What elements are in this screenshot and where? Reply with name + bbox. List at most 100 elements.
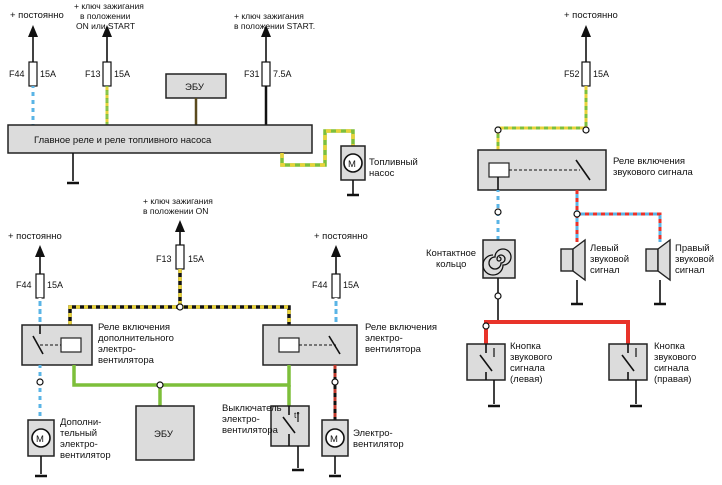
wire-horn-relay-top bbox=[494, 126, 590, 150]
fuse-f13-bottom: F13 15A bbox=[156, 244, 204, 270]
wire-fan-control-bus bbox=[72, 365, 291, 387]
fuel-pump: M bbox=[340, 145, 366, 197]
fan-relay bbox=[262, 324, 358, 366]
label-ign-on-start-3: ON или START bbox=[76, 21, 135, 31]
left-horn-label-1: Левый bbox=[590, 243, 619, 254]
horn-button-left-label-3: сигнала bbox=[510, 363, 546, 374]
contact-ring-label-2: кольцо bbox=[436, 259, 466, 270]
horn-relay-label-1: Реле включения bbox=[613, 156, 685, 167]
horn-button-left-label-4: (левая) bbox=[510, 374, 543, 385]
svg-text:F31: F31 bbox=[244, 69, 260, 79]
svg-text:M: M bbox=[330, 434, 338, 445]
fan-relay-label-2: электро- bbox=[365, 333, 403, 344]
aux-fan-relay bbox=[21, 324, 93, 366]
label-ign-on-start-1: + ключ зажигания bbox=[74, 1, 144, 11]
svg-text:15A: 15A bbox=[114, 69, 130, 79]
fan-motor: M bbox=[321, 419, 349, 478]
label-permanent-bottom-left: + постоянно bbox=[8, 231, 62, 242]
label-ign-on-start-2: в положении bbox=[80, 11, 131, 21]
supply-arrow-f44-right bbox=[331, 245, 341, 274]
svg-text:F52: F52 bbox=[564, 69, 580, 79]
horn-button-right-label-4: (правая) bbox=[654, 374, 691, 385]
supply-arrow-f13-top bbox=[102, 25, 112, 62]
aux-fan-motor: M bbox=[27, 419, 55, 478]
wire-ign-bus bbox=[68, 269, 291, 325]
fuse-f13-top: F13 15A bbox=[85, 61, 130, 87]
fuse-f44-bottom: F44 15A bbox=[16, 273, 63, 299]
fuel-pump-label-2: насос bbox=[369, 168, 395, 179]
left-horn-label-2: звуковой bbox=[590, 254, 629, 265]
svg-text:15A: 15A bbox=[343, 280, 359, 290]
aux-fan-label-2: тельный bbox=[60, 428, 97, 439]
label-ign-on-1: + ключ зажигания bbox=[143, 196, 213, 206]
wire-horn-buttons-red bbox=[484, 320, 630, 344]
svg-text:F44: F44 bbox=[9, 69, 25, 79]
aux-fan-label-3: электро- bbox=[60, 439, 98, 450]
fuse-f31-top: F31 7.5A bbox=[244, 61, 292, 87]
supply-arrow-f44-top bbox=[28, 25, 38, 62]
svg-text:F44: F44 bbox=[312, 280, 328, 290]
ground-main-relay bbox=[67, 153, 79, 185]
horn-relay bbox=[477, 149, 607, 191]
svg-text:15A: 15A bbox=[593, 69, 609, 79]
aux-fan-relay-label-2: дополнительного bbox=[98, 333, 174, 344]
fuse-f52: F52 15A bbox=[564, 61, 609, 87]
supply-arrow-f13-bottom bbox=[175, 220, 185, 245]
contact-ring bbox=[482, 239, 516, 279]
fuse-f44-right: F44 15A bbox=[312, 273, 359, 299]
svg-text:F13: F13 bbox=[156, 254, 172, 264]
fan-switch: t° bbox=[270, 405, 310, 472]
fan-switch-label-2: электро- bbox=[222, 414, 260, 425]
right-horn-label-3: сигнал bbox=[675, 265, 705, 276]
supply-arrow-f44-bottom bbox=[35, 245, 45, 274]
fan-relay-label-1: Реле включения bbox=[365, 322, 437, 333]
svg-text:15A: 15A bbox=[47, 280, 63, 290]
horn-button-left bbox=[466, 343, 506, 408]
wire-main-relay-fuel-pump bbox=[280, 129, 355, 167]
horn-button-right bbox=[608, 343, 648, 408]
svg-text:F44: F44 bbox=[16, 280, 32, 290]
horn-relay-label-2: звукового сигнала bbox=[613, 167, 693, 178]
contact-ring-label-1: Контактное bbox=[426, 248, 476, 259]
svg-text:t°: t° bbox=[294, 410, 300, 420]
fuel-pump-label-1: Топливный bbox=[369, 157, 418, 168]
aux-fan-label-1: Дополни- bbox=[60, 417, 101, 428]
right-horn-label-1: Правый bbox=[675, 243, 710, 254]
fan-switch-label-1: Выключатель bbox=[222, 403, 282, 414]
main-relay bbox=[7, 124, 313, 154]
label-permanent-top-right: + постоянно bbox=[564, 10, 618, 21]
aux-fan-relay-label-4: вентилятора bbox=[98, 355, 155, 366]
label-permanent-top-left: + постоянно bbox=[10, 10, 64, 21]
supply-arrow-f31-top bbox=[261, 25, 271, 62]
right-horn-label-2: звуковой bbox=[675, 254, 714, 265]
wire-horn-relay-horns bbox=[573, 190, 662, 242]
aux-fan-relay-label-1: Реле включения bbox=[98, 322, 170, 333]
horn-button-right-label-3: сигнала bbox=[654, 363, 690, 374]
horn-button-left-label-1: Кнопка bbox=[510, 341, 542, 352]
aux-fan-relay-label-3: электро- bbox=[98, 344, 136, 355]
svg-text:15A: 15A bbox=[188, 254, 204, 264]
svg-text:M: M bbox=[36, 434, 44, 445]
label-ign-start-2: в положении START. bbox=[234, 21, 315, 31]
left-horn bbox=[560, 238, 586, 306]
supply-arrow-f52 bbox=[581, 25, 591, 62]
main-relay-label: Главное реле и реле топливного насоса bbox=[34, 135, 212, 146]
right-horn bbox=[645, 238, 671, 306]
label-ign-start-1: + ключ зажигания bbox=[234, 11, 304, 21]
label-permanent-bottom-right: + постоянно bbox=[314, 231, 368, 242]
horn-button-left-label-2: звукового bbox=[510, 352, 552, 363]
aux-fan-label-4: вентилятор bbox=[60, 450, 111, 461]
svg-text:7.5A: 7.5A bbox=[273, 69, 292, 79]
left-horn-label-3: сигнал bbox=[590, 265, 620, 276]
ecu-top-label: ЭБУ bbox=[185, 82, 205, 93]
svg-text:15A: 15A bbox=[40, 69, 56, 79]
label-ign-on-2: в положении ON bbox=[143, 206, 208, 216]
svg-text:F13: F13 bbox=[85, 69, 101, 79]
svg-text:M: M bbox=[348, 159, 356, 170]
ecu-bottom bbox=[135, 405, 195, 461]
ecu-bottom-label: ЭБУ bbox=[154, 429, 174, 440]
fan-label-2: вентилятор bbox=[353, 439, 404, 450]
horn-button-right-label-2: звукового bbox=[654, 352, 696, 363]
fan-label-1: Электро- bbox=[353, 428, 393, 439]
fan-relay-label-3: вентилятора bbox=[365, 344, 422, 355]
